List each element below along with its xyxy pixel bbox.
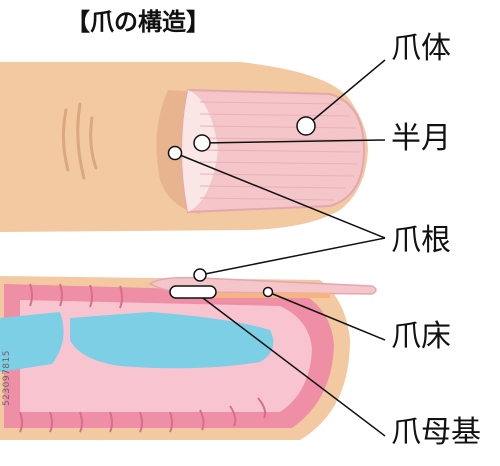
nail-grain-lines <box>199 101 361 201</box>
leader-lines <box>174 59 386 437</box>
marker-circles <box>167 116 316 299</box>
marker-lunula <box>193 134 211 152</box>
finger-cross-section <box>0 276 377 440</box>
finger-top-view <box>0 62 368 232</box>
diagram-title: 【爪の構造】 <box>66 8 210 36</box>
label-nail-matrix: 爪母基 <box>391 415 481 450</box>
label-lunula: 半月 <box>391 121 451 156</box>
marker-nail-body <box>296 116 316 136</box>
marker-nail-root-section <box>193 268 207 282</box>
knuckle-wrinkle <box>61 102 98 180</box>
marker-nail-bed <box>262 286 274 298</box>
label-nail-root: 爪根 <box>391 223 451 258</box>
bone-blue-area <box>0 312 274 372</box>
tissue-ridges <box>19 283 267 433</box>
stock-image-id: 523097815 <box>2 350 12 407</box>
marker-nail-root-top <box>167 145 183 161</box>
marker-nail-matrix <box>169 285 217 299</box>
label-nail-bed: 爪床 <box>391 319 451 354</box>
label-nail-body: 爪体 <box>391 31 451 66</box>
